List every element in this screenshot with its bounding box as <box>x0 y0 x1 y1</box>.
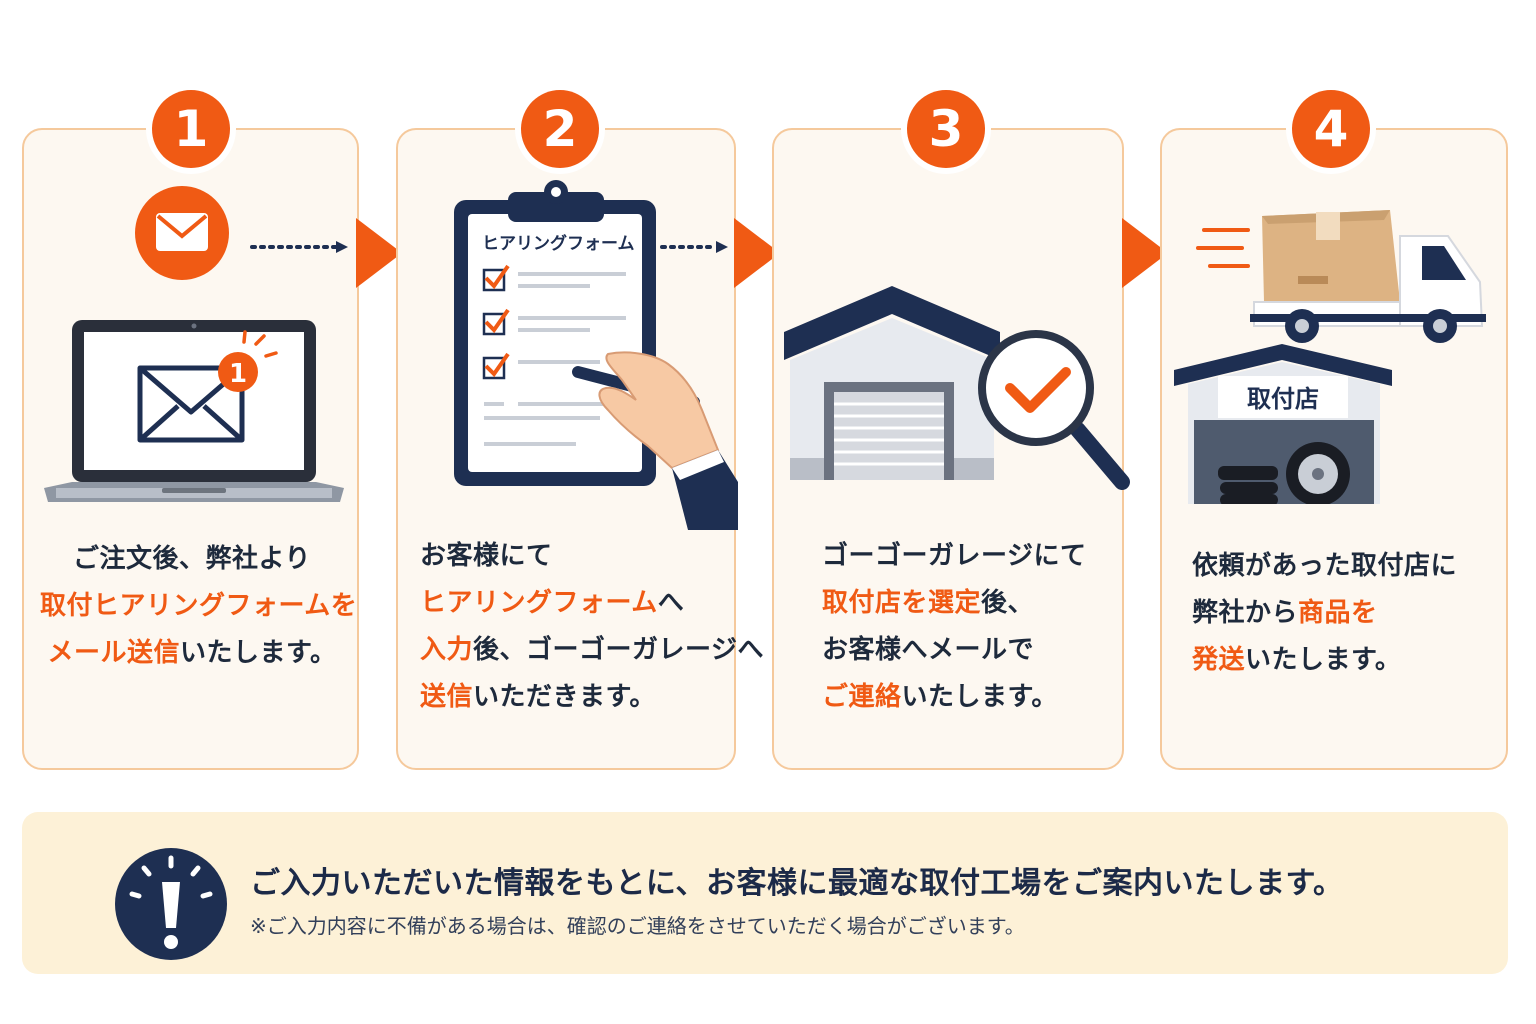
step4-line-2: 弊社から商品を <box>1192 590 1457 637</box>
tire-icon <box>1218 442 1350 504</box>
step1-text: ご注文後、弊社より <box>73 544 311 574</box>
arrow-right-icon-1 <box>356 218 402 288</box>
step4-text: 弊社から <box>1192 598 1299 628</box>
step2-text: へ <box>657 588 685 618</box>
step-description-4: 依頼があった取付店に 弊社から商品を 発送いたします。 <box>1192 543 1457 684</box>
step4-highlight: 発送 <box>1192 645 1246 675</box>
checklist <box>482 264 626 446</box>
step-number-badge-2: 2 <box>521 90 599 168</box>
step4-line-3: 発送いたします。 <box>1192 637 1457 684</box>
step1-text: いたします。 <box>180 638 337 668</box>
step4-line-1: 依頼があった取付店に <box>1192 543 1457 590</box>
notice-box: ご入力いただいた情報をもとに、お客様に最適な取付工場をご案内いたします。 ※ご入… <box>22 812 1508 974</box>
step2-highlight: 送信 <box>420 682 474 712</box>
step2-line-3: 入力後、ゴーゴーガレージへ <box>420 627 764 674</box>
step3-text: ゴーゴーガレージにて <box>822 541 1087 571</box>
step2-highlight: 入力 <box>420 635 474 665</box>
step2-line-2: ヒアリングフォームへ <box>420 580 764 627</box>
laptop-mail-badge-number: 1 <box>229 359 247 389</box>
arrow-right-icon-3 <box>1122 218 1168 288</box>
notice-main-text: ご入力いただいた情報をもとに、お客様に最適な取付工場をご案内いたします。 <box>250 866 1344 901</box>
arrow-right-icon-2 <box>734 218 780 288</box>
step3-highlight: ご連絡 <box>822 682 902 712</box>
warehouse-icon <box>784 286 1000 480</box>
step3-text: いたします。 <box>901 682 1058 712</box>
clipboard-form-title: ヒアリングフォーム <box>482 233 635 254</box>
step1-highlight: 取付ヒアリングフォームを <box>40 591 358 621</box>
step1-line-2: 取付ヒアリングフォームを <box>40 583 357 630</box>
step3-text: 後、 <box>981 588 1035 618</box>
step-description-3: ゴーゴーガレージにて 取付店を選定後、 お客様へメールで ご連絡いたします。 <box>822 533 1086 721</box>
step3-line-3: お客様へメールで <box>822 627 1086 674</box>
step-description-1: ご注文後、弊社より 取付ヒアリングフォームを メール送信いたします。 <box>40 536 357 677</box>
shop-sign-text: 取付店 <box>1247 385 1319 413</box>
step-number-badge-3: 3 <box>907 90 985 168</box>
mail-icon <box>135 186 229 280</box>
delivery-truck-icon <box>1250 210 1486 343</box>
step2-text: いただきます。 <box>473 682 656 712</box>
dotted-arrow-1 <box>250 241 348 253</box>
step3-line-1: ゴーゴーガレージにて <box>822 533 1086 580</box>
step2-text: お客様にて <box>420 541 553 571</box>
step4-highlight: 商品を <box>1298 598 1378 628</box>
step2-text: 後、ゴーゴーガレージへ <box>473 635 764 665</box>
pen-hand-icon <box>572 351 738 530</box>
step1-line-3: メール送信いたします。 <box>40 630 344 677</box>
speed-lines <box>1196 228 1250 268</box>
magnifier-check-icon <box>978 330 1130 490</box>
step-description-2: お客様にて ヒアリングフォームへ 入力後、ゴーゴーガレージへ 送信いただきます。 <box>420 533 764 721</box>
step4-text: いたします。 <box>1245 645 1402 675</box>
step1-highlight: メール送信 <box>47 638 181 668</box>
notice-sub-text: ※ご入力内容に不備がある場合は、確認のご連絡をさせていただく場合がございます。 <box>250 914 1025 938</box>
step3-line-2: 取付店を選定後、 <box>822 580 1086 627</box>
laptop-icon: 1 <box>44 320 344 502</box>
step-number-badge-4: 4 <box>1292 90 1370 168</box>
step3-text: お客様へメールで <box>822 635 1035 665</box>
dotted-arrow-2 <box>660 241 728 253</box>
shop-icon: 取付店 <box>1174 344 1392 504</box>
clipboard-icon: ヒアリングフォーム <box>454 180 656 486</box>
step2-highlight: ヒアリングフォーム <box>420 588 658 618</box>
laptop-mail-badge: 1 <box>218 352 258 392</box>
step2-line-1: お客様にて <box>420 533 764 580</box>
step-number-badge-1: 1 <box>152 90 230 168</box>
step4-text: 依頼があった取付店に <box>1192 551 1458 581</box>
step3-line-4: ご連絡いたします。 <box>822 674 1086 721</box>
step2-line-4: 送信いただきます。 <box>420 674 764 721</box>
exclamation-icon <box>115 848 227 960</box>
step1-line-1: ご注文後、弊社より <box>40 536 344 583</box>
step3-highlight: 取付店を選定 <box>822 588 982 618</box>
